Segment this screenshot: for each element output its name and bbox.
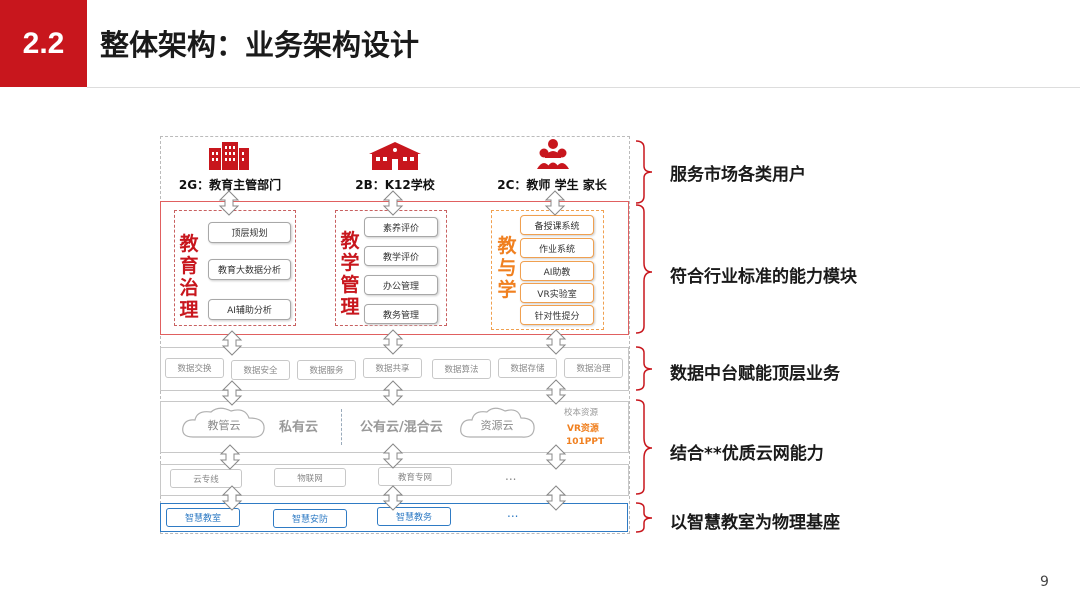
module-top-planning[interactable]: 顶层规划 [208,222,291,243]
network-item-more: ... [505,469,517,483]
right-label-data-platform: 数据中台赋能顶层业务 [670,364,840,384]
module-vr-lab[interactable]: VR实验室 [520,283,594,303]
module-homework[interactable]: 作业系统 [520,238,594,258]
private-cloud-label: 私有云 [279,420,319,435]
module-lesson-prep[interactable]: 备授课系统 [520,215,594,235]
data-item-sharing: 数据共享 [363,358,422,378]
data-item-algorithm: 数据算法 [432,359,491,379]
edu-cloud-shape [182,407,265,438]
module-literacy-evaluation[interactable]: 素养评价 [364,217,438,237]
header-bar [87,0,1080,88]
edu-cloud-label: 教管云 [207,419,241,432]
page-title: 整体架构：业务架构设计 [100,28,420,62]
module-targeted-improvement[interactable]: 针对性提分 [520,305,594,325]
module-edu-bigdata[interactable]: 教育大数据分析 [208,259,291,280]
right-label-users: 服务市场各类用户 [670,165,806,185]
network-item-edu-network: 教育专网 [378,467,452,486]
people-group-icon [537,139,569,169]
data-item-security: 数据安全 [231,360,290,380]
data-item-governance: 数据治理 [564,358,623,378]
group-title-teaching-learning: 教与学 [497,235,517,301]
user-label-school: 2B：K12学校 [355,178,435,192]
user-label-government: 2G：教育主管部门 [178,178,282,192]
group-title-teaching-management: 教学管理 [340,230,360,318]
module-teaching-evaluation[interactable]: 教学评价 [364,246,438,266]
module-office-management[interactable]: 办公管理 [364,275,438,295]
right-braces [635,140,653,533]
government-building-icon [209,142,249,170]
group-title-governance: 教育治理 [179,233,199,321]
user-label-people: 2C：教师 学生 家长 [497,178,607,192]
right-label-cloud: 结合**优质云网能力 [670,444,824,464]
resource-school-based: 校本资源 [564,408,599,418]
network-item-iot: 物联网 [274,468,346,487]
smart-item-academic[interactable]: 智慧教务 [377,507,451,526]
module-academic-management[interactable]: 教务管理 [364,304,438,324]
resource-cloud-shape [460,407,535,438]
smart-item-security[interactable]: 智慧安防 [273,509,347,528]
network-item-cloud-line: 云专线 [170,469,242,488]
right-label-modules: 符合行业标准的能力模块 [670,267,857,287]
cloud-divider [341,409,343,445]
smart-item-classroom[interactable]: 智慧教室 [166,508,240,527]
school-building-icon [369,142,421,170]
module-ai-assistant[interactable]: AI助教 [520,261,594,281]
smart-item-more: ... [507,506,519,520]
public-cloud-label: 公有云/混合云 [360,420,443,435]
data-item-storage: 数据存储 [498,358,557,378]
section-number-badge: 2.2 [0,0,87,87]
resource-101ppt: 101PPT [566,437,605,447]
data-item-service: 数据服务 [297,360,356,380]
page-number: 9 [1040,574,1049,590]
resource-vr: VR资源 [567,424,599,434]
data-item-exchange: 数据交换 [165,358,224,378]
right-label-smart-classroom: 以智慧教室为物理基座 [670,513,840,533]
resource-cloud-label: 资源云 [480,419,514,432]
module-ai-analysis[interactable]: AI辅助分析 [208,299,291,320]
